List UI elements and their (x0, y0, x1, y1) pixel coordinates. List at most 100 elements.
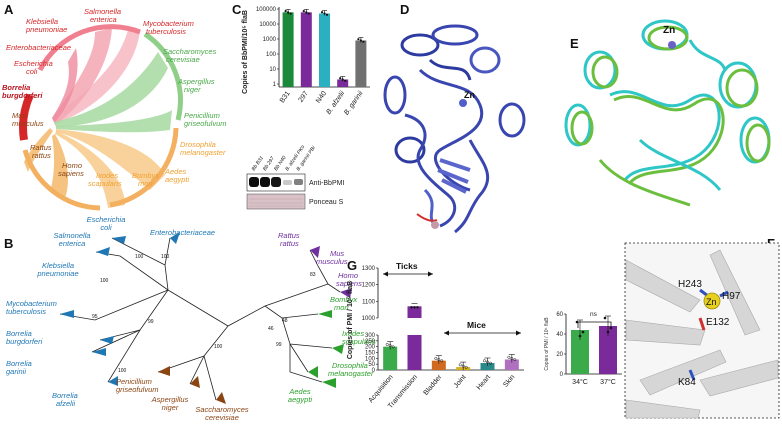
panel-g-letter: G (347, 258, 357, 273)
arc-borrelia (19, 93, 34, 141)
terminus-marker (431, 221, 439, 229)
bar (571, 330, 589, 374)
arrowhead (383, 271, 388, 277)
bar (599, 326, 617, 374)
chord-ribbons (24, 28, 172, 208)
bar (480, 363, 495, 370)
data-point (416, 306, 419, 309)
residue-label: H243 (678, 279, 702, 290)
data-point (510, 357, 514, 360)
y-tick-label: 100 (365, 356, 376, 362)
arrowhead (516, 330, 521, 336)
data-point (603, 316, 607, 320)
active-site-ribbons (625, 249, 779, 419)
bar-lower (407, 335, 422, 370)
data-point (359, 39, 362, 42)
residue-label: K84 (678, 377, 696, 388)
bar (355, 40, 367, 87)
data-point (578, 334, 582, 338)
ponceau-bands (249, 198, 303, 207)
residue-label: E132 (706, 317, 730, 328)
x-tick-label: N40 (315, 90, 328, 105)
x-tick-label: Skin (502, 374, 516, 389)
blot-band (271, 177, 281, 187)
x-tick-label: Joint (453, 374, 468, 390)
data-point (434, 357, 438, 360)
arc-bacteria (37, 24, 141, 72)
data-point (341, 78, 344, 81)
y-tick-label: 1 (273, 82, 277, 88)
bar (319, 13, 330, 87)
bootstrap-value: 46 (268, 326, 274, 332)
ribbon-bacteria-2 (52, 30, 140, 124)
x-tick-label: B31 (279, 90, 292, 104)
bootstrap-value: 100 (135, 254, 144, 260)
ribbon-insects-2 (55, 131, 125, 208)
chart-g: 0501001502002503001000110012001300Copies… (347, 266, 524, 410)
y-axis-label: Copies of PMI / 10⁵ flaB (347, 281, 354, 359)
x-tick-label: Heart (476, 374, 492, 392)
y-tick-label: 0 (560, 372, 564, 378)
panel-c-letter: C (232, 2, 242, 17)
bootstrap-value: 100 (100, 278, 109, 284)
data-point (307, 12, 310, 15)
data-point (385, 343, 389, 346)
arc-mammals (22, 149, 101, 211)
blot-bands (249, 177, 303, 187)
significance-bracket: ns (577, 311, 612, 328)
data-point (507, 355, 511, 359)
bar (431, 360, 446, 370)
chord-arcs (19, 24, 183, 211)
y-tick-label: 100000 (256, 7, 277, 13)
blot-label-antibody: Anti-BbPMI (309, 180, 344, 187)
y-tick-label: 200 (365, 345, 376, 351)
data-point (413, 306, 416, 309)
arrowhead (428, 271, 433, 277)
data-point (357, 38, 360, 41)
data-point (489, 361, 492, 365)
x-tick-label: B. garinii (343, 90, 365, 117)
bootstrap-value: 100 (161, 254, 170, 260)
x-tick-label: Acquisition (368, 374, 395, 405)
zinc-atom-f (703, 292, 721, 310)
x-tick-label: 34°C (572, 378, 588, 386)
data-point (483, 359, 486, 363)
blot-band (294, 179, 303, 185)
data-point (320, 11, 324, 14)
bootstrap-value: 48 (282, 318, 288, 324)
panel-b: B (4, 215, 376, 422)
ribbon-fungi-2 (56, 110, 172, 133)
bootstrap-values: 100 100 100 95 99 100 46 48 99 100 83 (92, 254, 316, 374)
y-tick-label: 250 (365, 339, 376, 345)
data-point (388, 344, 392, 348)
data-point (287, 11, 290, 14)
residue-label: H97 (722, 291, 741, 302)
y-tick-label: 1000 (263, 37, 277, 43)
blot-label-ponceau: Ponceau S (309, 199, 344, 206)
data-point (344, 79, 347, 82)
y-tick-label: 150 (365, 351, 376, 357)
y-axis-label: Copies of BbPMI/10⁵ flaB (242, 10, 249, 94)
chord-label: Enterobacteriaceae (6, 43, 71, 52)
